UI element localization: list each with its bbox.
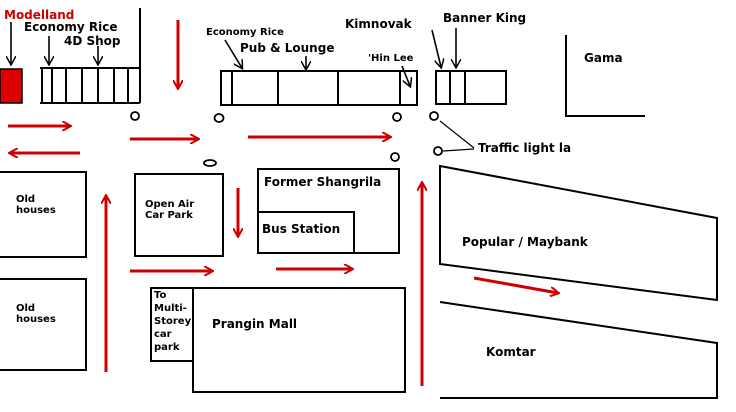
bus-station-box bbox=[257, 211, 355, 254]
traffic-light bbox=[203, 159, 217, 167]
prangin-mall-box bbox=[192, 287, 406, 393]
traffic-light bbox=[130, 111, 140, 121]
label-4d-shop: 4D Shop bbox=[64, 34, 121, 48]
shop-row-left bbox=[40, 8, 141, 104]
pointer-arrow bbox=[224, 39, 242, 68]
label-komtar: Komtar bbox=[486, 345, 536, 359]
label-banner-king: Banner King bbox=[443, 11, 527, 25]
komtar-outline bbox=[439, 301, 718, 399]
shop-row-right bbox=[435, 70, 507, 105]
pointer-arrow bbox=[401, 65, 410, 86]
pointer-arrow bbox=[431, 29, 441, 67]
old-houses-bottom-outline bbox=[0, 278, 87, 371]
traffic-arrows bbox=[8, 20, 558, 386]
label-economy-rice-top: Economy Rice bbox=[206, 27, 284, 38]
label-pub-lounge: Pub & Lounge bbox=[240, 41, 335, 55]
label-pointers bbox=[11, 22, 456, 86]
label-kimnovak: Kimnovak bbox=[345, 17, 412, 31]
label-old-houses-bottom: Old houses bbox=[16, 303, 56, 325]
gama-corner bbox=[565, 35, 645, 117]
label-hin-lee: 'Hin Lee bbox=[368, 53, 414, 64]
traffic-light bbox=[392, 112, 402, 122]
open-air-car-park-box bbox=[134, 173, 224, 257]
old-houses-top-outline bbox=[0, 171, 87, 258]
label-gama: Gama bbox=[584, 51, 623, 65]
label-open-air-car-park: Open Air Car Park bbox=[145, 199, 195, 221]
label-modelland: Modelland bbox=[4, 8, 75, 22]
label-old-houses-top: Old houses bbox=[16, 194, 56, 216]
modelland-block bbox=[0, 68, 23, 104]
traffic-light bbox=[429, 111, 439, 121]
label-popular-maybank: Popular / Maybank bbox=[462, 235, 588, 249]
traffic-arrow bbox=[473, 276, 558, 293]
shop-row-center bbox=[220, 70, 418, 106]
label-prangin-mall: Prangin Mall bbox=[212, 317, 298, 331]
popular-maybank-outline bbox=[439, 164, 718, 302]
traffic-light-pointers bbox=[439, 120, 475, 152]
label-former-shangrila: Former Shangrila bbox=[264, 175, 382, 189]
label-economy-rice-left: Economy Rice bbox=[24, 20, 118, 34]
label-traffic-light: Traffic light la bbox=[478, 141, 572, 155]
traffic-light bbox=[213, 113, 225, 123]
label-to-multi-storey: To Multi-Storey car park bbox=[154, 290, 192, 353]
label-bus-station: Bus Station bbox=[262, 222, 341, 236]
traffic-light bbox=[433, 146, 443, 156]
traffic-lights bbox=[130, 111, 443, 167]
traffic-light bbox=[390, 152, 400, 162]
